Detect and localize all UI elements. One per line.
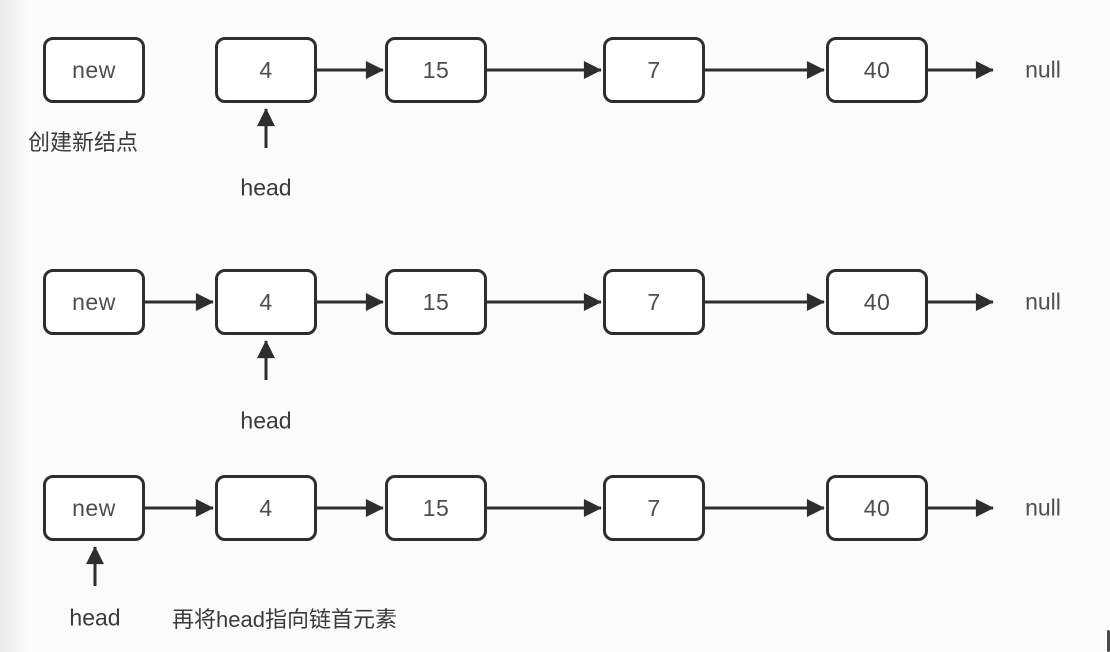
node-4: 4 <box>215 475 317 541</box>
caption-create-node: 创建新结点 <box>28 130 139 155</box>
node-15: 15 <box>385 475 487 541</box>
head-label: head <box>69 604 121 631</box>
node-7: 7 <box>603 475 705 541</box>
node-new: new <box>43 269 145 335</box>
node-4: 4 <box>215 37 317 103</box>
head-label: head <box>240 407 292 434</box>
null-label: null <box>1025 56 1061 83</box>
node-new: new <box>43 37 145 103</box>
left-edge-gradient <box>0 0 28 652</box>
scrollbar-fragment[interactable] <box>1107 630 1110 652</box>
node-40: 40 <box>826 269 928 335</box>
head-label: head <box>240 174 292 201</box>
node-15: 15 <box>385 269 487 335</box>
node-4: 4 <box>215 269 317 335</box>
null-label: null <box>1025 494 1061 521</box>
node-40: 40 <box>826 475 928 541</box>
node-7: 7 <box>603 37 705 103</box>
node-7: 7 <box>603 269 705 335</box>
null-label: null <box>1025 288 1061 315</box>
node-new: new <box>43 475 145 541</box>
caption-move-head: 再将head指向链首元素 <box>172 607 397 632</box>
node-15: 15 <box>385 37 487 103</box>
node-40: 40 <box>826 37 928 103</box>
